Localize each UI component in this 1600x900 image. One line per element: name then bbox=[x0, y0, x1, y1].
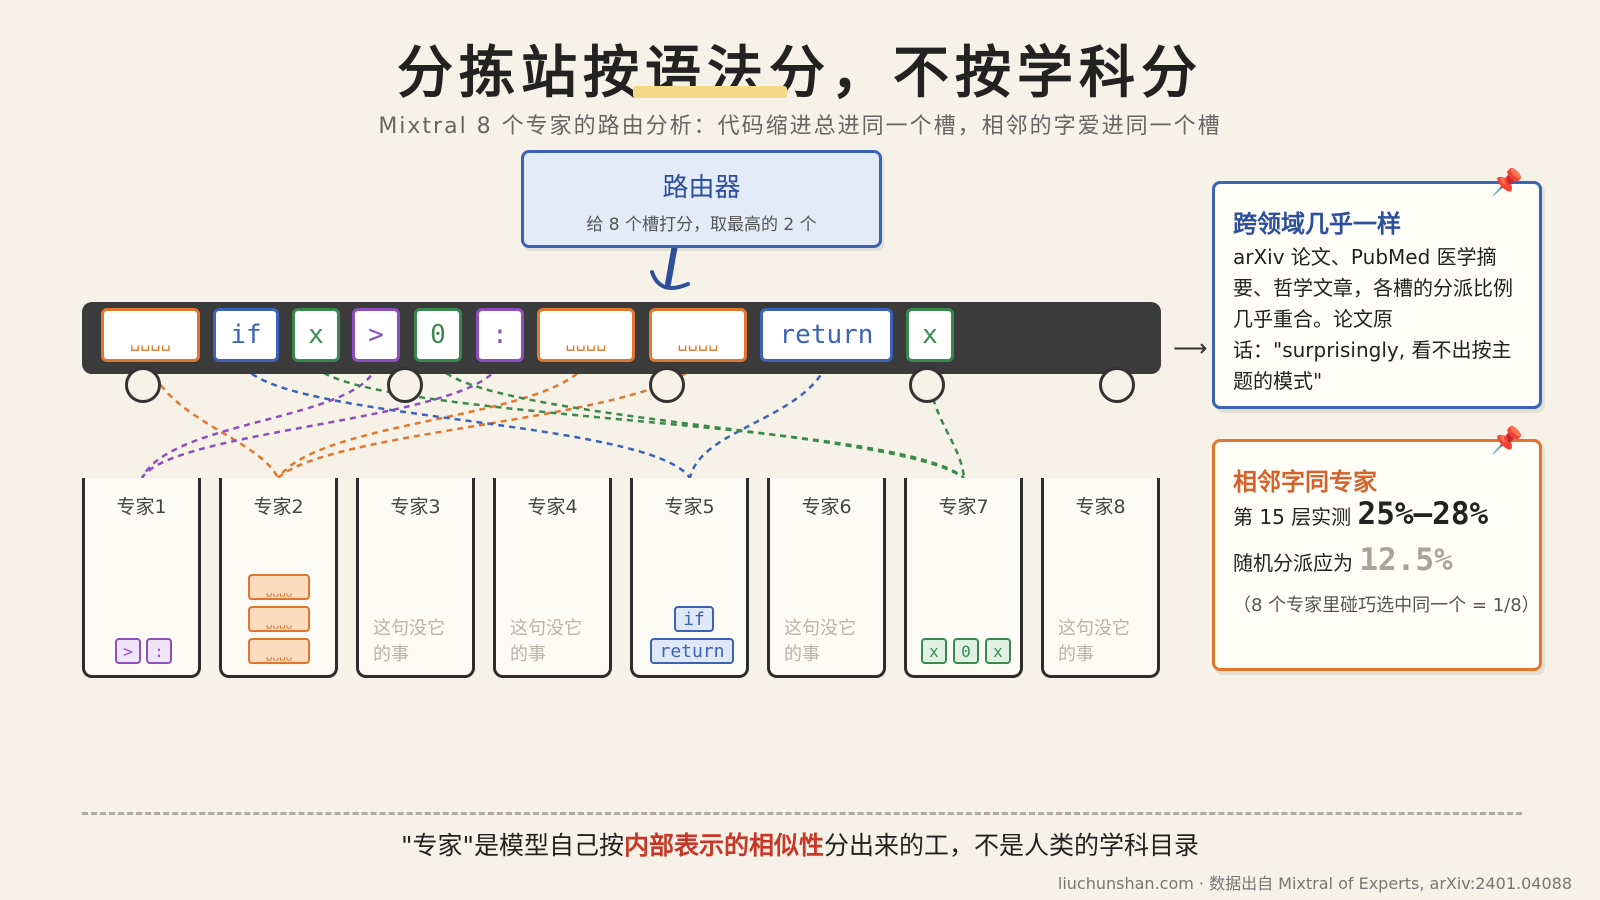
expert-bin-3: 专家3 这句没它的事 bbox=[356, 478, 475, 678]
chip-keyword: return bbox=[650, 638, 734, 664]
expert-label: 专家6 bbox=[801, 496, 852, 518]
chip-operator: > bbox=[115, 638, 141, 664]
page-subtitle: Mixtral 8 个专家的路由分析：代码缩进总进同一个槽，相邻的字爱进同一个槽 bbox=[378, 114, 1222, 139]
chip-keyword: if bbox=[674, 606, 714, 632]
expert-bin-4: 专家4 这句没它的事 bbox=[493, 478, 612, 678]
belt-wheel bbox=[387, 367, 423, 403]
belt-wheel bbox=[125, 367, 161, 403]
empty-note: 这句没它的事 bbox=[1058, 618, 1130, 665]
token-keyword: if bbox=[213, 308, 279, 362]
router-box: 路由器 给 8 个槽打分，取最高的 2 个 bbox=[521, 150, 882, 248]
expert-bin-7: 专家7 x 0 x bbox=[904, 478, 1023, 678]
chip-whitespace: ␣␣␣␣ bbox=[248, 574, 310, 600]
note-adjacent-tokens: 📌 相邻字同专家 第 15 层实测 25%–28% 随机分派应为 12.5% （… bbox=[1212, 426, 1542, 671]
pushpin-icon: 📌 bbox=[1490, 168, 1523, 198]
token-whitespace: ␣␣␣␣ bbox=[649, 308, 747, 362]
title-highlight bbox=[633, 86, 787, 98]
expert-label: 专家2 bbox=[253, 496, 304, 518]
router-title: 路由器 bbox=[662, 173, 741, 203]
chip-operator: : bbox=[146, 638, 172, 664]
belt-wheel bbox=[909, 367, 945, 403]
stat-footnote: （8 个专家里碰巧选中同一个 = 1/8） bbox=[1233, 595, 1540, 616]
expert-label: 专家1 bbox=[116, 496, 167, 518]
chip-whitespace: ␣␣␣␣ bbox=[248, 606, 310, 632]
belt-wheel bbox=[1099, 367, 1135, 403]
credit-line: liuchunshan.com · 数据出自 Mixtral of Expert… bbox=[1057, 874, 1572, 893]
token-operator: > bbox=[352, 308, 400, 362]
arrow-icon: ⟶ bbox=[1173, 334, 1208, 362]
expert-bin-1: 专家1 > : bbox=[82, 478, 201, 678]
footer-caption: "专家"是模型自己按内部表示的相似性分出来的工，不是人类的学科目录 bbox=[400, 831, 1200, 860]
chip-variable: x bbox=[921, 638, 947, 664]
page-title: 分拣站按语法分，不按学科分 bbox=[397, 40, 1203, 106]
expert-label: 专家5 bbox=[664, 496, 715, 518]
note-title: 相邻字同专家 bbox=[1233, 468, 1377, 496]
note-title: 跨领域几乎一样 bbox=[1233, 210, 1401, 238]
empty-note: 这句没它的事 bbox=[373, 618, 445, 665]
expert-label: 专家7 bbox=[938, 496, 989, 518]
expert-bin-8: 专家8 这句没它的事 bbox=[1041, 478, 1160, 678]
token-whitespace: ␣␣␣␣ bbox=[537, 308, 635, 362]
footer-highlight: 内部表示的相似性 bbox=[623, 831, 824, 860]
expert-bin-5: 专家5 if return bbox=[630, 478, 749, 678]
pushpin-icon: 📌 bbox=[1490, 426, 1523, 456]
chip-number: 0 bbox=[953, 638, 979, 664]
belt-wheel bbox=[649, 367, 685, 403]
expert-label: 专家4 bbox=[527, 496, 578, 518]
stat-measured: 第 15 层实测 25%–28% bbox=[1233, 496, 1488, 532]
stat-label: 随机分派应为 bbox=[1233, 551, 1353, 575]
token-number: 0 bbox=[414, 308, 462, 362]
expert-bin-6: 专家6 这句没它的事 bbox=[767, 478, 886, 678]
note-body: arXiv 论文、PubMed 医学摘要、哲学文章，各槽的分派比例几乎重合。论文… bbox=[1233, 245, 1513, 393]
stat-value: 12.5% bbox=[1359, 542, 1453, 578]
expert-label: 专家8 bbox=[1075, 496, 1126, 518]
chip-whitespace: ␣␣␣␣ bbox=[248, 638, 310, 664]
divider bbox=[82, 812, 1522, 815]
token-variable: x bbox=[292, 308, 340, 362]
router-desc: 给 8 个槽打分，取最高的 2 个 bbox=[586, 215, 817, 235]
token-variable: x bbox=[906, 308, 954, 362]
token-keyword: return bbox=[760, 308, 893, 362]
empty-note: 这句没它的事 bbox=[510, 618, 582, 665]
stat-random: 随机分派应为 12.5% bbox=[1233, 542, 1453, 578]
token-whitespace: ␣␣␣␣ bbox=[101, 308, 200, 362]
note-cross-domain: 📌 跨领域几乎一样 arXiv 论文、PubMed 医学摘要、哲学文章，各槽的分… bbox=[1212, 168, 1542, 409]
expert-bin-2: 专家2 ␣␣␣␣ ␣␣␣␣ ␣␣␣␣ bbox=[219, 478, 338, 678]
chip-variable: x bbox=[985, 638, 1011, 664]
expert-label: 专家3 bbox=[390, 496, 441, 518]
stat-value: 25%–28% bbox=[1357, 496, 1489, 532]
token-operator: : bbox=[476, 308, 524, 362]
stat-label: 第 15 层实测 bbox=[1233, 505, 1352, 529]
empty-note: 这句没它的事 bbox=[784, 618, 856, 665]
